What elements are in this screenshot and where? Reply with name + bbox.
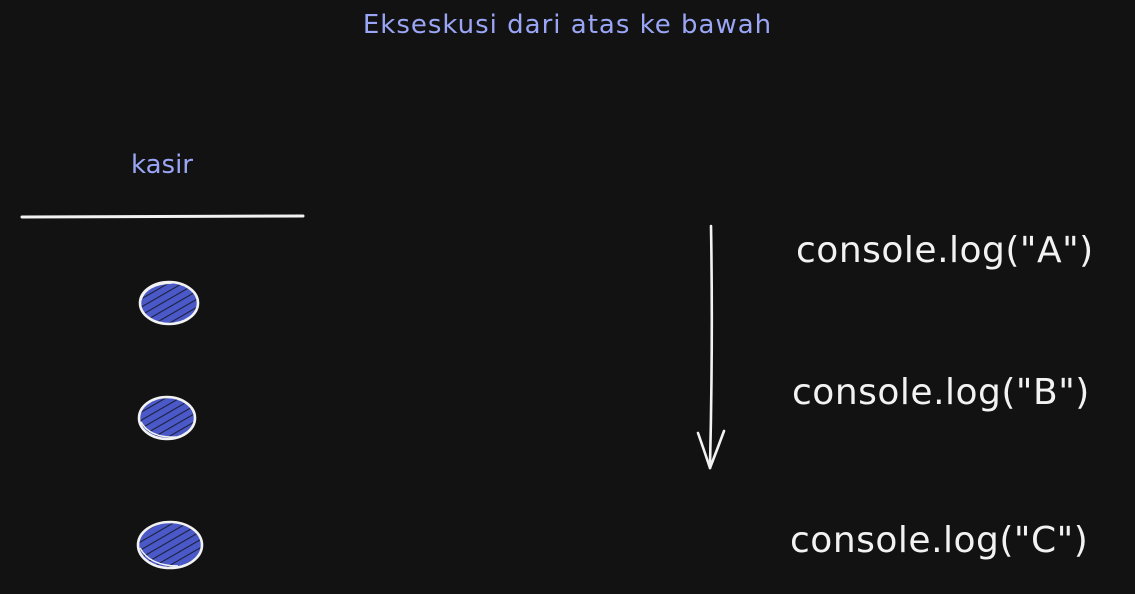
queue-item — [136, 520, 204, 570]
queue-item — [137, 395, 197, 441]
diagram-title: Ekseskusi dari atas ke bawah — [362, 10, 773, 40]
code-line-c: console.log("C") — [790, 520, 1089, 561]
down-arrow-icon — [696, 224, 726, 470]
queue-label: kasir — [131, 150, 193, 180]
code-line-a: console.log("A") — [796, 230, 1094, 271]
queue-item — [138, 280, 200, 326]
code-line-b: console.log("B") — [792, 372, 1090, 413]
counter-line — [20, 214, 305, 219]
